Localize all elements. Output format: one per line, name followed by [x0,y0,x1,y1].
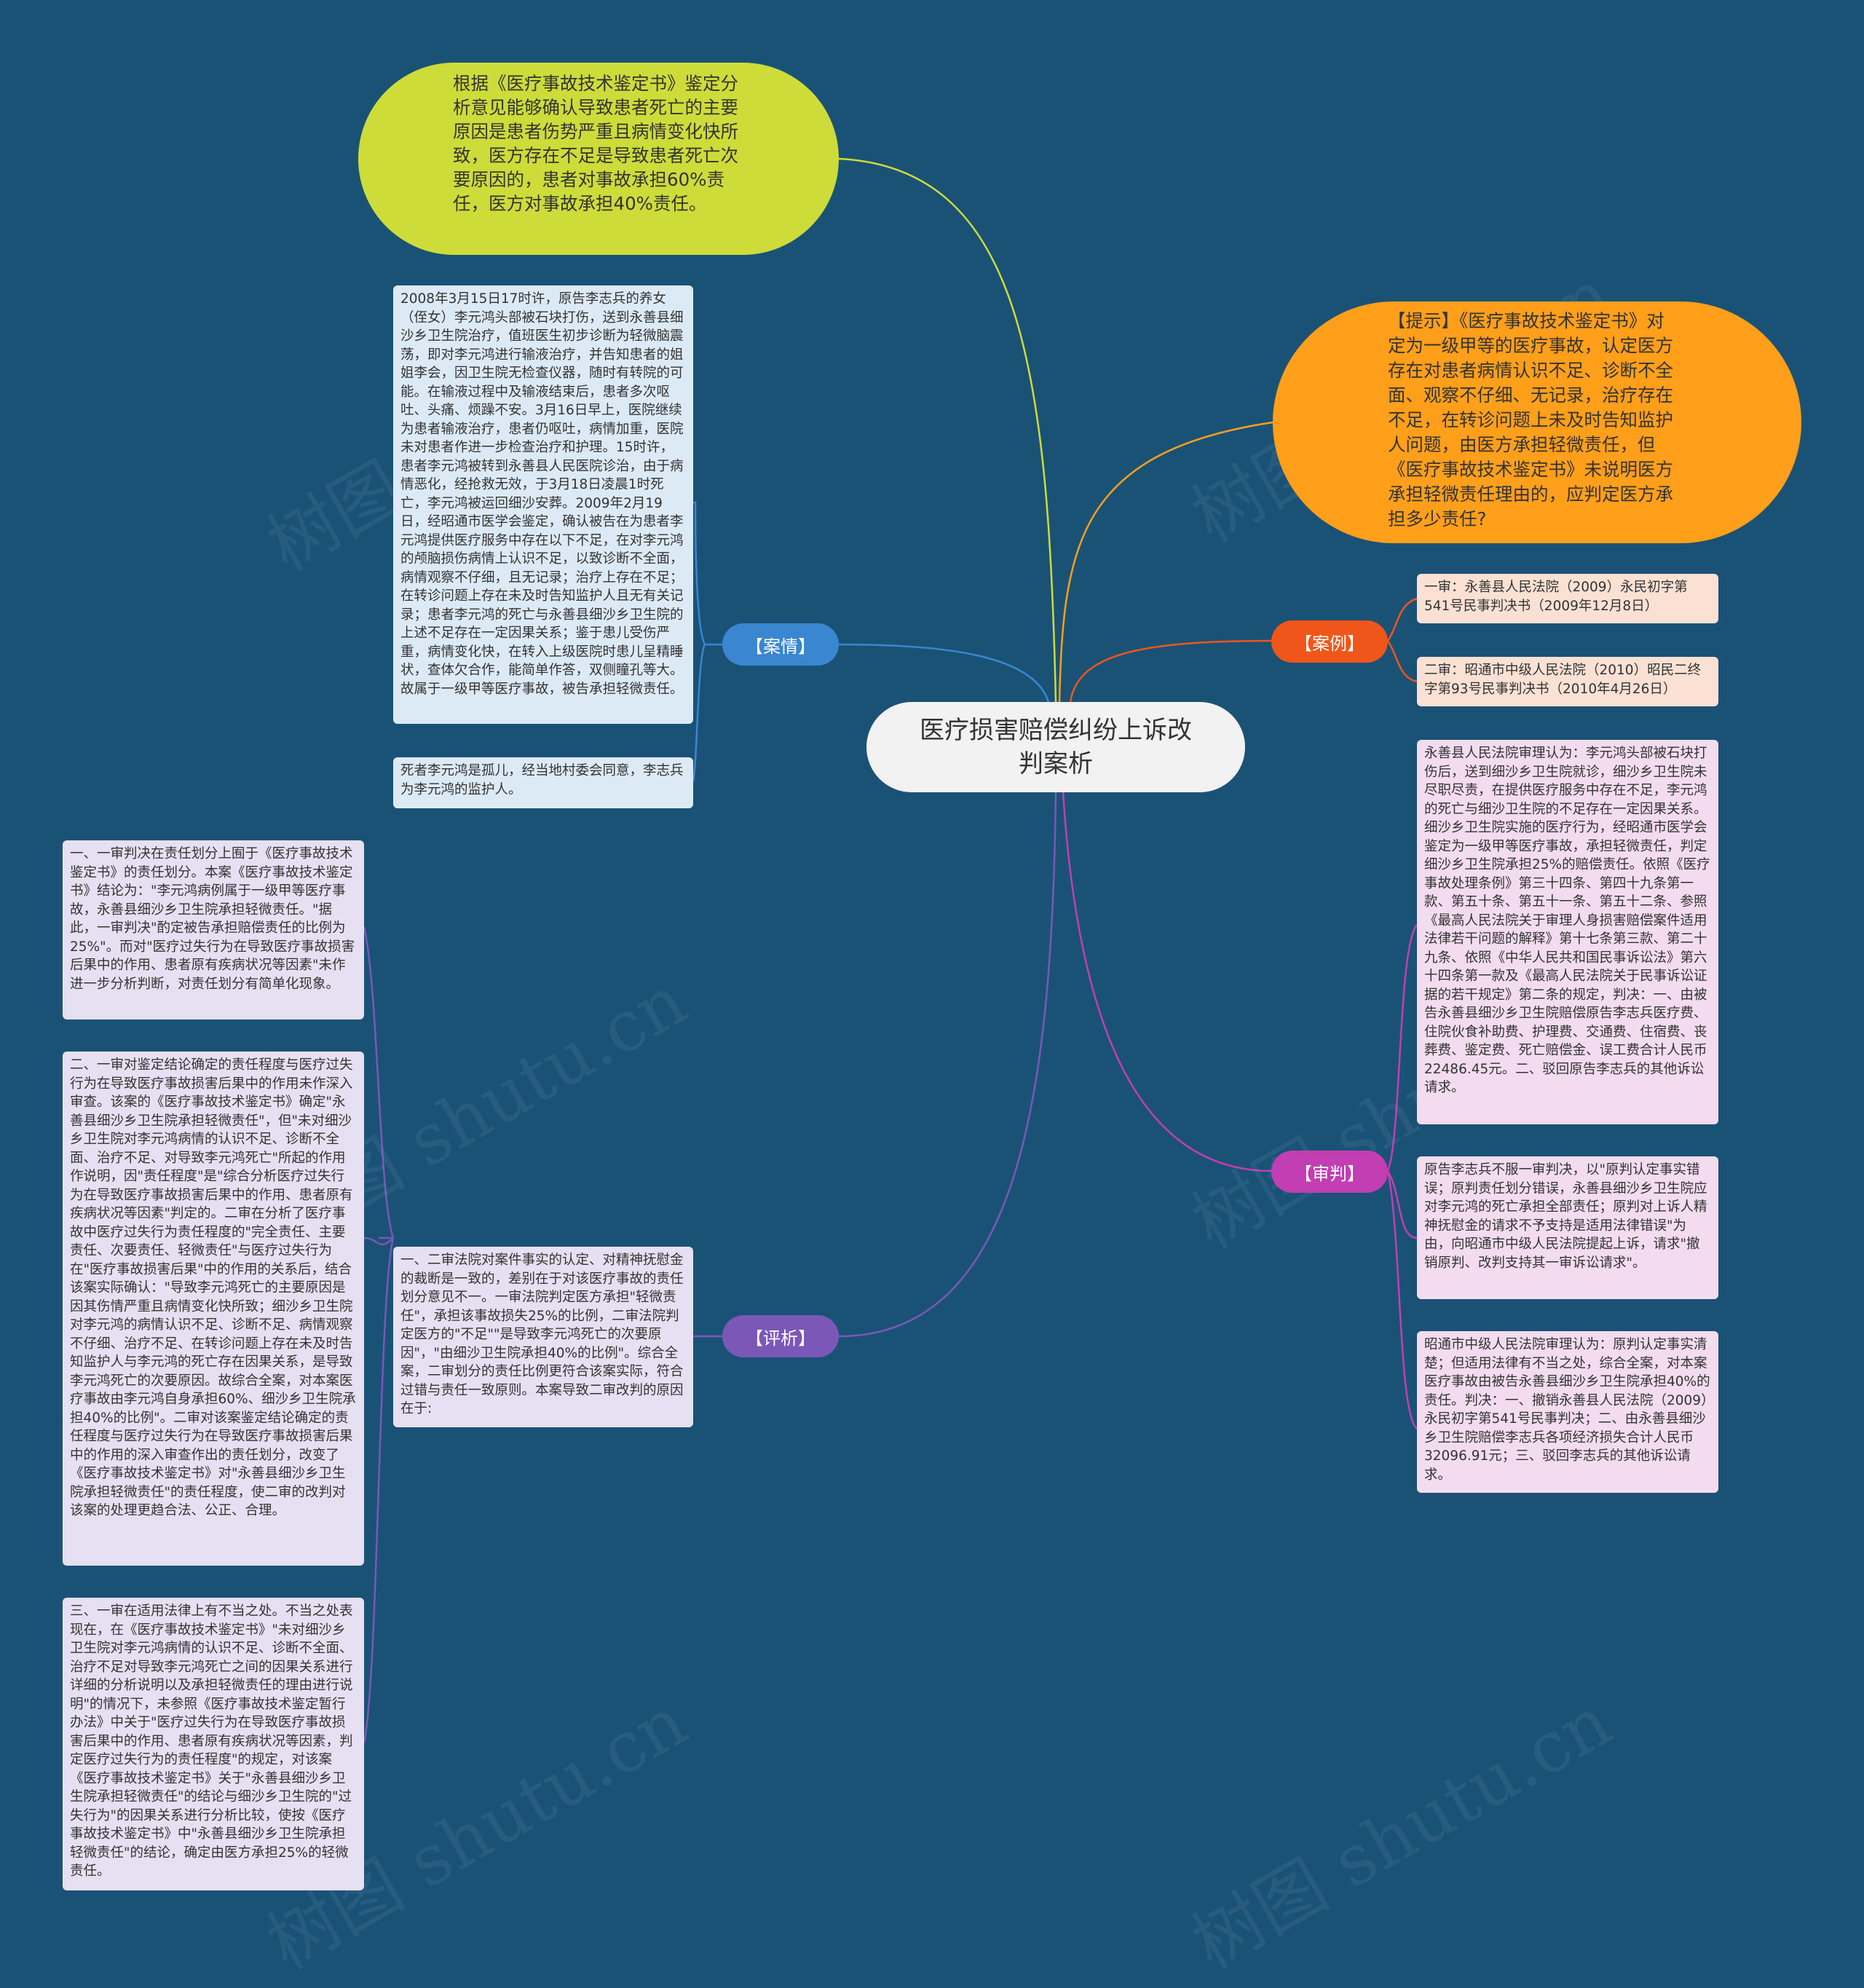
shenpan-text-1: 永善县人民法院审理认为：李元鸿头部被石块打伤后，送到细沙乡卫生院就诊，细沙乡卫生… [1424,746,1710,1095]
pingxi-card-1[interactable]: 一、一审判决在责任划分上囿于《医疗事故技术鉴定书》的责任划分。本案《医疗事故技术… [63,840,364,1019]
anli-text-2: 二审：昭通市中级人民法院（2010）昭民二终字第93号民事判决书（2010年4月… [1424,663,1702,697]
shenpan-card-1[interactable]: 永善县人民法院审理认为：李元鸿头部被石块打伤后，送到细沙乡卫生院就诊，细沙乡卫生… [1417,740,1718,1124]
anqing-text-1: 2008年3月15日17时许，原告李志兵的养女（侄女）李元鸿头部被石块打伤，送到… [400,291,684,697]
anli-card-2[interactable]: 二审：昭通市中级人民法院（2010）昭民二终字第93号民事判决书（2010年4月… [1417,657,1718,706]
central-topic-title: 医疗损害赔偿纠纷上诉改判案析 [920,716,1192,778]
conclusion-text: 根据《医疗事故技术鉴定书》鉴定分析意见能够确认导致患者死亡的主要原因是患者伤势严… [453,73,738,214]
hint-bubble[interactable]: 【提示】《医疗事故技术鉴定书》对定为一级甲等的医疗事故，认定医方存在对患者病情认… [1273,301,1801,543]
shenpan-card-2[interactable]: 原告李志兵不服一审判决，以"原判认定事实错误；原判责任划分错误，永善县细沙乡卫生… [1417,1156,1718,1299]
anqing-card-1[interactable]: 2008年3月15日17时许，原告李志兵的养女（侄女）李元鸿头部被石块打伤，送到… [393,285,693,724]
pingxi-summary-card[interactable]: 一、二审法院对案件事实的认定、对精神抚慰金的裁断是一致的，差别在于对该医疗事故的… [393,1247,693,1427]
branch-anli-label: 【案例】 [1295,633,1365,654]
branch-pingxi[interactable]: 【评析】 [722,1315,839,1357]
pingxi-text-3: 三、一审在适用法律上有不当之处。不当之处表现在，在《医疗事故技术鉴定书》"未对细… [70,1604,353,1879]
pingxi-summary-text: 一、二审法院对案件事实的认定、对精神抚慰金的裁断是一致的，差别在于对该医疗事故的… [400,1253,684,1416]
anli-card-1[interactable]: 一审：永善县人民法院（2009）永民初字第541号民事判决书（2009年12月8… [1417,574,1718,623]
anqing-card-2[interactable]: 死者李元鸿是孤儿，经当地村委会同意，李志兵为李元鸿的监护人。 [393,757,693,808]
branch-shenpan-label: 【审判】 [1295,1163,1365,1184]
pingxi-text-2: 二、一审对鉴定结论确定的责任程度与医疗过失行为在导致医疗事故损害后果中的作用未作… [70,1057,356,1518]
pingxi-card-3[interactable]: 三、一审在适用法律上有不当之处。不当之处表现在，在《医疗事故技术鉴定书》"未对细… [63,1598,364,1890]
shenpan-text-2: 原告李志兵不服一审判决，以"原判认定事实错误；原判责任划分错误，永善县细沙乡卫生… [1424,1162,1707,1271]
anqing-text-2: 死者李元鸿是孤儿，经当地村委会同意，李志兵为李元鸿的监护人。 [400,763,684,797]
pingxi-card-2[interactable]: 二、一审对鉴定结论确定的责任程度与医疗过失行为在导致医疗事故损害后果中的作用未作… [63,1052,364,1566]
pingxi-text-1: 一、一审判决在责任划分上囿于《医疗事故技术鉴定书》的责任划分。本案《医疗事故技术… [70,846,355,992]
branch-shenpan[interactable]: 【审判】 [1271,1151,1388,1193]
shenpan-card-3[interactable]: 昭通市中级人民法院审理认为：原判认定事实清楚；但适用法律有不当之处，综合全案，对… [1417,1331,1718,1493]
central-topic[interactable]: 医疗损害赔偿纠纷上诉改判案析 [866,702,1245,792]
hint-text: 【提示】《医疗事故技术鉴定书》对定为一级甲等的医疗事故，认定医方存在对患者病情认… [1388,310,1673,529]
branch-anqing-label: 【案情】 [746,636,816,657]
shenpan-text-3: 昭通市中级人民法院审理认为：原判认定事实清楚；但适用法律有不当之处，综合全案，对… [1424,1337,1710,1483]
anli-text-1: 一审：永善县人民法院（2009）永民初字第541号民事判决书（2009年12月8… [1424,580,1688,614]
branch-pingxi-label: 【评析】 [746,1328,816,1349]
conclusion-bubble[interactable]: 根据《医疗事故技术鉴定书》鉴定分析意见能够确认导致患者死亡的主要原因是患者伤势严… [358,63,839,255]
branch-anqing[interactable]: 【案情】 [722,623,839,666]
branch-anli[interactable]: 【案例】 [1271,620,1388,663]
